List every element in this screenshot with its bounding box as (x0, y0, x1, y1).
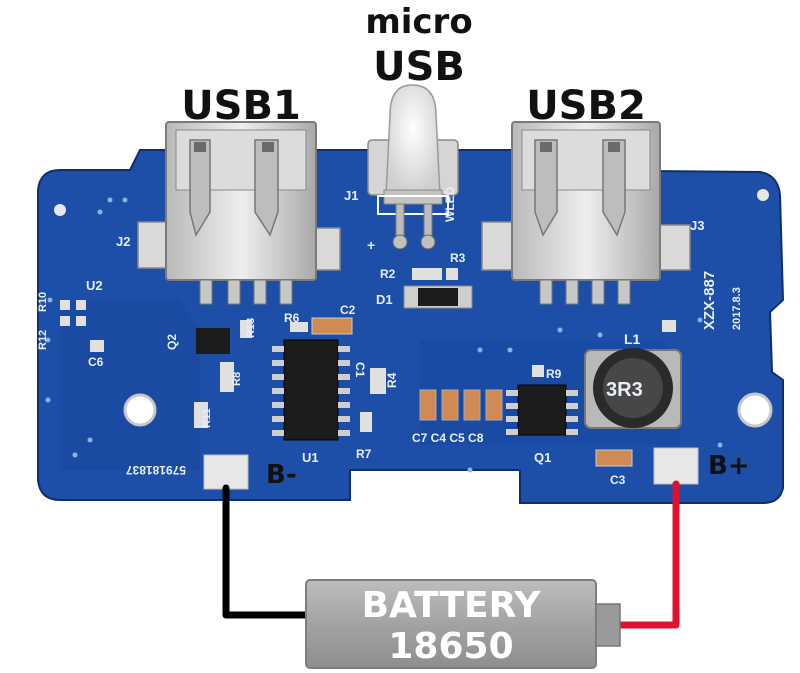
silk-u1: U1 (302, 450, 319, 465)
silk-date: 2017.8.3 (731, 287, 743, 330)
silk-q2: Q2 (165, 334, 179, 350)
usb2-connector (481, 121, 691, 305)
label-b-minus: B- (266, 460, 297, 490)
diode-d1 (403, 285, 473, 309)
mounting-hole-right (737, 392, 773, 428)
silk-u2: U2 (86, 278, 103, 293)
silk-j2: J2 (116, 234, 130, 249)
silk-l1: L1 (624, 331, 641, 347)
battery-18650 (305, 579, 621, 669)
silk-serial: 579181837 (126, 463, 186, 477)
silk-c6: C6 (88, 355, 104, 369)
label-micro-usb-line1: micro (365, 2, 472, 42)
ic-u1 (272, 339, 350, 441)
mounting-hole-left (123, 393, 157, 427)
silk-r9: R9 (546, 367, 562, 381)
label-micro-usb-line2: USB (373, 44, 465, 90)
inductor-l1 (584, 348, 682, 429)
silk-j3: J3 (690, 218, 704, 233)
silk-plus: + (367, 237, 375, 253)
silk-r4: R4 (385, 372, 399, 388)
silk-r12: R12 (37, 330, 49, 350)
pad-b-minus (203, 454, 249, 490)
silk-r7: R7 (356, 447, 372, 461)
silkscreen-labels: J1 J2 J3 U1 U2 Q1 Q2 L1 D1 R2 R3 R4 R6 R… (37, 186, 743, 487)
silk-inductor-code: 3R3 (606, 379, 643, 401)
silk-r8: R8 (231, 372, 243, 386)
silk-r3: R3 (450, 251, 466, 265)
ic-q1 (506, 384, 578, 436)
small-hole (757, 189, 769, 201)
silk-d1: D1 (376, 292, 393, 307)
wire-negative (222, 484, 310, 619)
transistor-q2 (196, 328, 230, 354)
silk-caps-row: C7 C4 C5 C8 (412, 431, 484, 445)
small-hole (54, 204, 66, 216)
pad-b-plus (653, 447, 699, 485)
label-battery-line2: 18650 (388, 626, 513, 667)
capacitor-row (419, 389, 503, 421)
silk-q1: Q1 (534, 450, 551, 465)
silk-r11: R11 (201, 408, 213, 428)
usb1-connector (137, 121, 341, 305)
label-battery-line1: BATTERY (362, 585, 542, 626)
silk-wled: WLED (443, 186, 457, 222)
pcb-vias (45, 197, 723, 473)
silk-c1: C1 (353, 362, 367, 378)
silk-j1: J1 (344, 188, 358, 203)
silk-model: XZX-887 (701, 271, 718, 330)
label-usb2: USB2 (526, 83, 646, 129)
silk-r2: R2 (380, 267, 396, 281)
silk-r13: R13 (245, 318, 257, 338)
wire-positive (616, 480, 680, 629)
label-usb1: USB1 (181, 83, 301, 129)
label-b-plus: B+ (708, 451, 750, 481)
micro-usb-led-component (367, 84, 459, 250)
silk-r6: R6 (284, 311, 300, 325)
passive-components (60, 268, 676, 467)
silk-c3: C3 (610, 473, 626, 487)
silk-c2: C2 (340, 303, 356, 317)
silk-r10: R10 (37, 292, 49, 312)
